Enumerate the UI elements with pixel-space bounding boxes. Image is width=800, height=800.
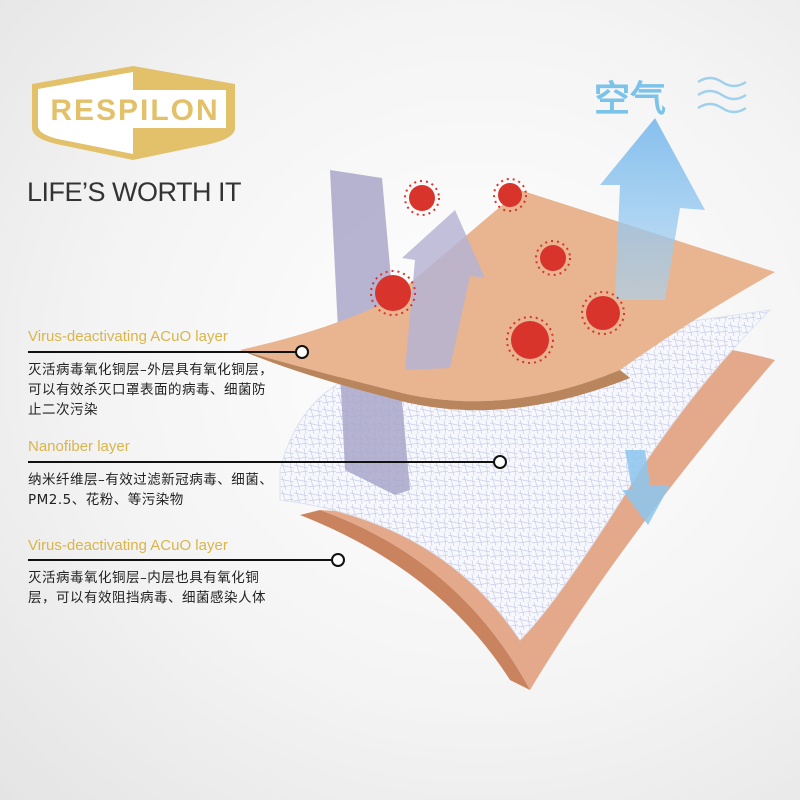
inner-layer-description: 灭活病毒氧化铜层–内层也具有氧化铜层，可以有效阻挡病毒、细菌感染人体: [28, 570, 266, 606]
nanofiber-layer-description: 纳米纤维层–有效过滤新冠病毒、细菌、PM2.5、花粉、等污染物: [28, 472, 274, 508]
svg-text:RESPILON: RESPILON: [50, 94, 219, 127]
tagline: LIFE’S WORTH IT: [27, 177, 242, 207]
outer-layer-title: Virus-deactivating ACuO layer: [28, 328, 228, 345]
particle-arrow-up: [402, 210, 485, 370]
air-label: 空气: [594, 79, 667, 120]
virus-icons: [375, 183, 620, 359]
air-arrow-down: [622, 450, 670, 525]
respilon-logo: RESPILON: [32, 66, 235, 160]
air-arrow-up: [600, 118, 705, 300]
nanofiber-layer-title: Nanofiber layer: [28, 438, 130, 455]
outer-layer-description: 灭活病毒氧化铜层–外层具有氧化铜层，可以有效杀灭口罩表面的病毒、细菌防止二次污染: [28, 362, 274, 418]
wind-icon: [697, 76, 747, 114]
inner-layer-title: Virus-deactivating ACuO layer: [28, 537, 228, 554]
callout-lines: [28, 345, 507, 567]
